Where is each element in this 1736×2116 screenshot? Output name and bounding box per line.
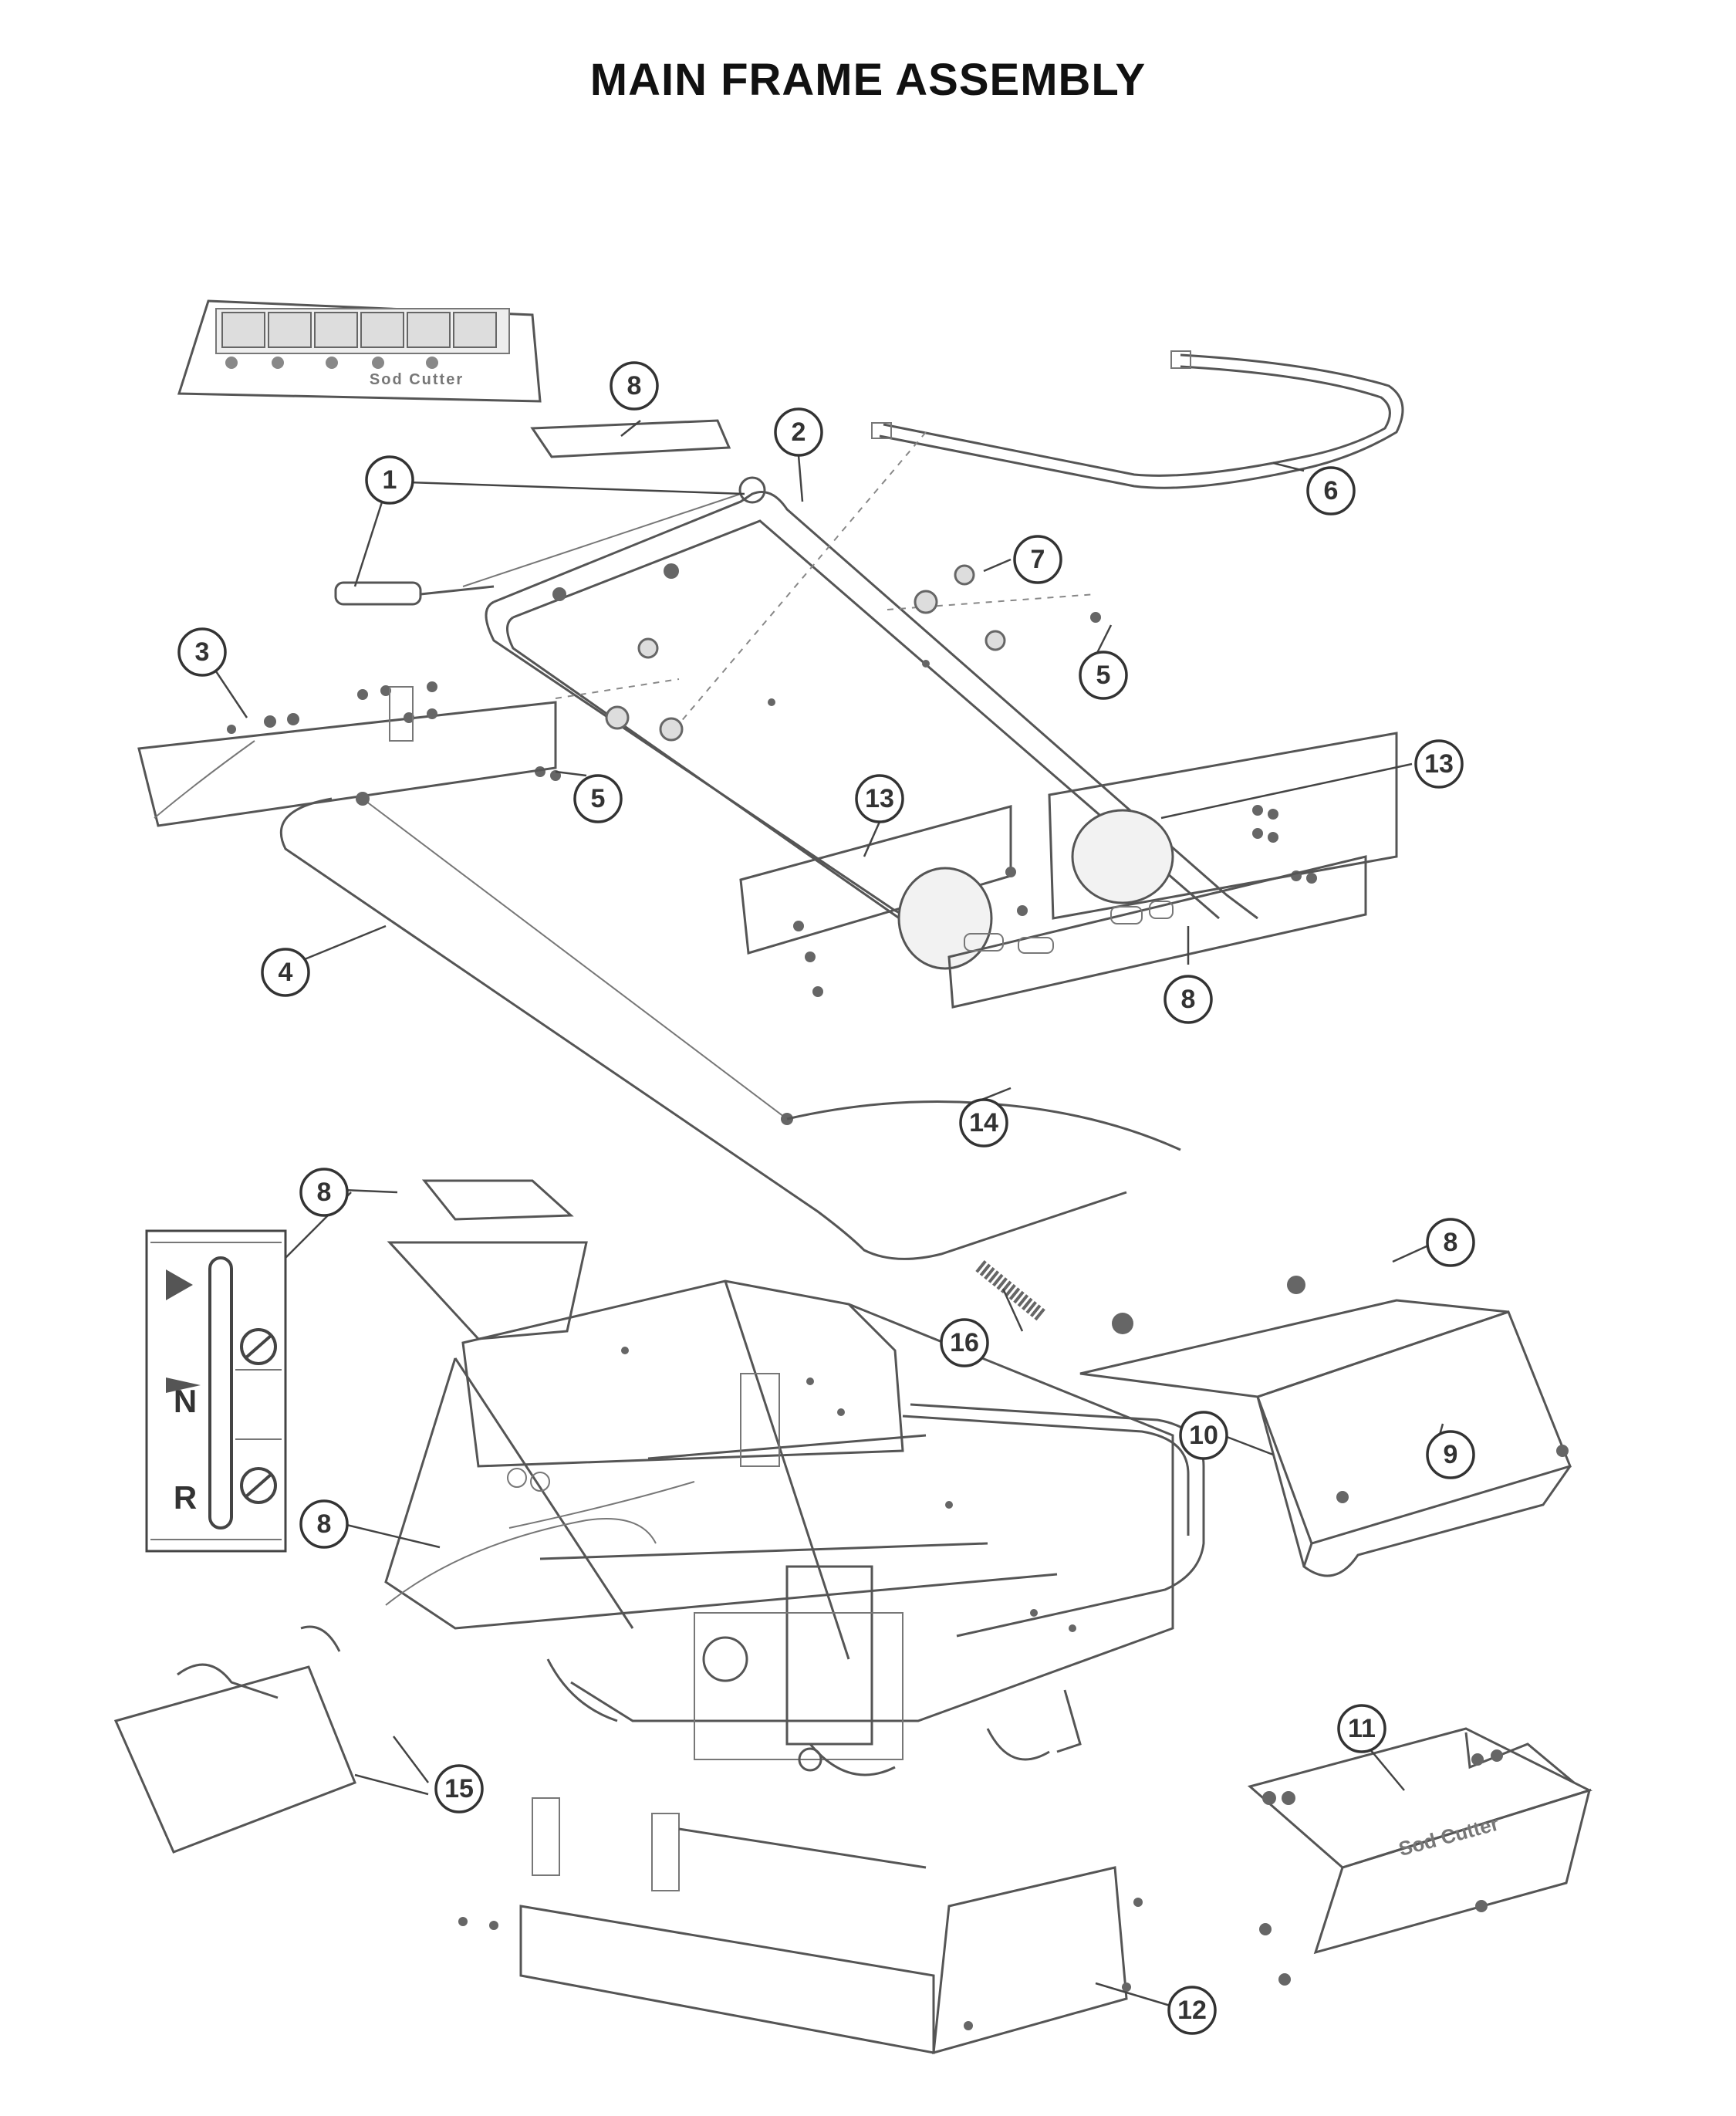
callout-14: 14 [959, 1098, 1008, 1148]
callout-14-label: 14 [969, 1108, 998, 1137]
callout-9-label: 9 [1444, 1440, 1458, 1469]
callout-9: 9 [1426, 1430, 1475, 1479]
callout-2-label: 2 [792, 417, 806, 447]
part-9-decal-top [530, 419, 731, 458]
callout-4: 4 [261, 948, 310, 997]
part-16-spring [975, 1260, 1046, 1321]
callout-11-label: 11 [1348, 1714, 1376, 1743]
part-4-cable [279, 792, 1127, 1260]
callout-13-right: 13 [1414, 739, 1464, 789]
callout-8-guard-label: 8 [1444, 1228, 1458, 1257]
callout-5-left-label: 5 [591, 784, 606, 813]
part-2-handle-frame [485, 476, 1258, 928]
callout-16-label: 16 [950, 1328, 979, 1357]
callout-16: 16 [940, 1318, 989, 1367]
part-10-belt-guard [1079, 1276, 1572, 1577]
callout-13-left: 13 [855, 774, 904, 823]
part-13-bracket-left [739, 805, 1028, 997]
gear-label-reverse: R [174, 1479, 197, 1516]
callout-8-decal-label: 8 [317, 1178, 332, 1207]
gear-shift-decal: N R [145, 1229, 287, 1553]
callout-1-label: 1 [383, 465, 397, 495]
page-title: MAIN FRAME ASSEMBLY [589, 55, 1147, 105]
callout-8-decal: 8 [299, 1168, 349, 1217]
callout-5-right: 5 [1079, 651, 1128, 700]
callout-15: 15 [434, 1764, 484, 1813]
part-1-control-cable [334, 493, 741, 606]
callout-4-label: 4 [279, 958, 293, 987]
callout-8-top: 8 [610, 361, 659, 411]
part-11-rear-bumper: Sod Cutter [1247, 1727, 1592, 1986]
hardware-fasteners [535, 563, 1101, 781]
callout-11: 11 [1337, 1704, 1386, 1753]
decal-brand-text: Sod Cutter [370, 371, 464, 388]
callout-10: 10 [1179, 1411, 1228, 1460]
callout-12: 12 [1167, 1986, 1217, 2035]
callout-8-panel: 8 [1164, 975, 1213, 1024]
bumper-brand-text: Sod Cutter [1397, 1812, 1501, 1861]
part-15-skid-plate [113, 1625, 356, 1854]
callout-12-label: 12 [1177, 1996, 1207, 2025]
part-9-decal-left [421, 1179, 574, 1221]
callout-6-label: 6 [1324, 476, 1339, 505]
decal-operating-instructions: Sod Cutter [177, 299, 542, 403]
callout-8-top-label: 8 [627, 371, 642, 401]
leader-lines [214, 420, 1444, 2008]
callout-6: 6 [1306, 466, 1356, 515]
callout-5-left: 5 [573, 774, 623, 823]
callout-1: 1 [365, 455, 414, 505]
callout-8-guard: 8 [1426, 1218, 1475, 1267]
callout-2: 2 [774, 407, 823, 457]
part-8-panel-right [947, 855, 1367, 1009]
part-3-control-panel [137, 681, 557, 827]
callout-7-label: 7 [1031, 545, 1045, 574]
callout-8-panel-label: 8 [1181, 985, 1196, 1014]
callout-3: 3 [177, 627, 227, 677]
callout-10-label: 10 [1189, 1421, 1218, 1450]
callout-13-right-label: 13 [1424, 749, 1454, 779]
callout-13-left-label: 13 [865, 784, 894, 813]
callout-3-label: 3 [195, 637, 210, 667]
part-6-upper-handle [871, 350, 1404, 489]
part-12-front-panel [458, 1797, 1143, 2055]
main-chassis-frame [384, 1241, 1205, 1776]
callout-7: 7 [1013, 535, 1062, 584]
callout-8-frame-label: 8 [317, 1509, 332, 1539]
callout-15-label: 15 [444, 1774, 474, 1803]
callout-8-frame: 8 [299, 1499, 349, 1549]
callout-5-right-label: 5 [1096, 661, 1111, 690]
